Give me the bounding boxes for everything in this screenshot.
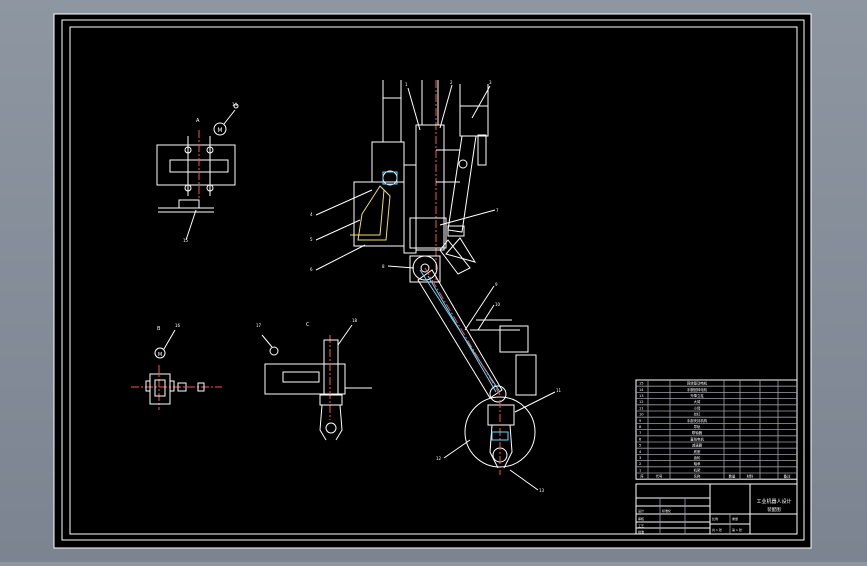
balloon[interactable]: 15 <box>183 238 189 243</box>
bom-header-label: 备注 <box>784 474 791 479</box>
balloon[interactable]: 4 <box>310 212 313 217</box>
bom-row-name: 小臂 <box>694 405 701 410</box>
bom-row-number: 5 <box>639 444 641 448</box>
bom-header-label: 名称 <box>694 474 701 479</box>
balloon[interactable]: 10 <box>495 302 501 307</box>
balloon[interactable]: 13 <box>539 488 545 493</box>
standard-label: 标准化 <box>662 508 671 513</box>
bom-row-number: 7 <box>639 431 641 435</box>
bom-row-name: 丝杠 <box>694 412 701 417</box>
view-b-label: B <box>157 326 161 332</box>
balloon[interactable]: 11 <box>556 388 562 393</box>
bom-header-label: 代号 <box>656 474 663 479</box>
process-label: 工艺 <box>638 523 644 528</box>
view-a-label: A <box>196 118 200 124</box>
balloon[interactable]: 5 <box>310 237 313 242</box>
checker-label: 审核 <box>638 516 644 521</box>
bom-header-label: 数量 <box>729 474 736 479</box>
leader-lines <box>315 84 556 491</box>
bom-row-name: 手腕回转电机 <box>687 387 708 392</box>
balloon[interactable]: 12 <box>436 456 442 461</box>
bom-row-name: 机架 <box>694 467 701 472</box>
bom-header-label: 序 <box>640 474 644 479</box>
designer-label: 设计 <box>638 508 644 513</box>
view-a-gearbox: M A <box>156 103 239 241</box>
balloon[interactable]: 8 <box>382 264 385 269</box>
bom-row-number: 4 <box>639 450 642 454</box>
outer-border <box>61 19 805 541</box>
bom-row-number: 14 <box>639 388 644 392</box>
bom-row-number: 6 <box>639 437 642 441</box>
view-c-gripper: C <box>261 322 372 441</box>
inner-frame <box>69 26 798 535</box>
title-block: 工业机器人设计 装配图 设计 审核 工艺 批准 标准化 比例 重量 共 1 张 … <box>635 483 798 535</box>
bom-row-name: 升降立柱 <box>690 393 704 398</box>
bom-row-name: 导轨 <box>694 424 701 429</box>
scale-label: 比例 <box>712 516 718 521</box>
bom-row-name: 直线电机 <box>690 436 704 441</box>
bom-row-name: 回转驱动电机 <box>687 381 708 386</box>
sheet-count: 共 1 张 <box>712 527 722 532</box>
balloon[interactable]: 18 <box>352 318 358 323</box>
balloon[interactable]: 7 <box>496 208 499 213</box>
balloon[interactable]: 6 <box>310 267 313 272</box>
sheet-number: 第 1 张 <box>732 527 742 532</box>
view-b-joint: M B <box>131 326 222 410</box>
approve-label: 批准 <box>638 529 644 534</box>
bom-row-number: 13 <box>639 394 644 398</box>
bom-row-number: 8 <box>639 425 642 429</box>
balloon[interactable]: 14 <box>232 102 238 107</box>
main-robot-assembly <box>350 80 537 475</box>
bom-row-name: 减速器 <box>692 443 703 448</box>
balloon[interactable]: 1 <box>405 82 408 87</box>
balloon[interactable]: 17 <box>256 323 262 328</box>
bom-row-name: 联轴器 <box>692 430 703 435</box>
motor-symbol: M <box>217 127 222 134</box>
part-balloons: 1 2 3 4 5 6 7 8 9 10 11 12 13 14 15 16 1… <box>175 80 562 493</box>
bom-row-name: 轴承 <box>694 461 701 466</box>
view-c-label: C <box>306 322 310 328</box>
bom-row-number: 1 <box>639 468 641 472</box>
bom-row-number: 2 <box>639 462 641 466</box>
bom-row-name: 大臂 <box>694 399 701 404</box>
bom-row-number: 12 <box>639 400 644 404</box>
balloon[interactable]: 9 <box>495 282 498 287</box>
balloon[interactable]: 3 <box>489 80 492 85</box>
balloon[interactable]: 16 <box>175 323 181 328</box>
bom-row-name: 底座 <box>694 449 701 454</box>
bom-row-number: 10 <box>639 413 644 417</box>
bom-header-label: 材料 <box>747 474 754 479</box>
bom-row-name: 齿轮 <box>694 455 701 460</box>
bom-row-number: 15 <box>639 382 644 386</box>
weight-label: 重量 <box>732 516 738 521</box>
bom-row-number: 9 <box>639 419 642 423</box>
bom-row-number: 11 <box>639 406 644 410</box>
balloon[interactable]: 2 <box>450 80 453 85</box>
bom-row-number: 3 <box>639 456 641 460</box>
motor-symbol-b: M <box>158 352 162 358</box>
drawing-title: 工业机器人设计 <box>756 498 791 505</box>
drawing-subtitle: 装配图 <box>767 506 781 513</box>
bom-row-name: 手部夹持机构 <box>687 418 708 423</box>
